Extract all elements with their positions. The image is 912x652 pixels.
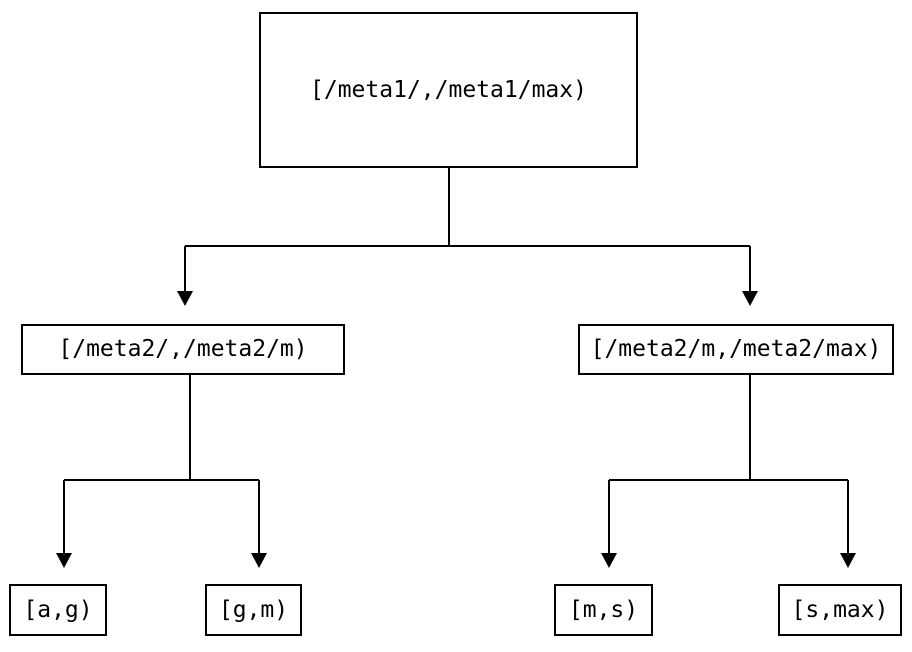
arrowhead-to-mid-left <box>177 291 193 306</box>
tree-node-root[interactable]: [/meta1/,/meta1/max) <box>259 12 638 168</box>
tree-node-leaf-1[interactable]: [a,g) <box>9 584 107 636</box>
tree-node-mid-right[interactable]: [/meta2/m,/meta2/max) <box>578 324 894 375</box>
tree-node-mid-right-label: [/meta2/m,/meta2/max) <box>590 336 882 362</box>
tree-node-leaf-3-label: [m,s) <box>568 596 639 623</box>
arrowhead-to-leaf-4 <box>840 553 856 568</box>
tree-node-leaf-2[interactable]: [g,m) <box>205 584 302 636</box>
arrowhead-to-leaf-2 <box>251 553 267 568</box>
tree-node-mid-left-label: [/meta2/,/meta2/m) <box>58 336 308 362</box>
tree-node-leaf-4[interactable]: [s,max) <box>778 584 902 636</box>
arrowhead-to-leaf-1 <box>56 553 72 568</box>
tree-node-root-label: [/meta1/,/meta1/max) <box>310 76 587 103</box>
arrowhead-to-mid-right <box>742 291 758 306</box>
edge-root-to-mid-group <box>177 168 758 306</box>
edge-mid-left-to-leaves-group <box>56 375 267 568</box>
tree-node-leaf-2-label: [g,m) <box>218 596 289 623</box>
arrowhead-to-leaf-3 <box>601 553 617 568</box>
tree-node-mid-left[interactable]: [/meta2/,/meta2/m) <box>21 324 345 375</box>
edge-mid-right-to-leaves-group <box>601 375 856 568</box>
tree-node-leaf-1-label: [a,g) <box>23 596 93 623</box>
tree-node-leaf-4-label: [s,max) <box>791 596 889 623</box>
tree-node-leaf-3[interactable]: [m,s) <box>554 584 653 636</box>
